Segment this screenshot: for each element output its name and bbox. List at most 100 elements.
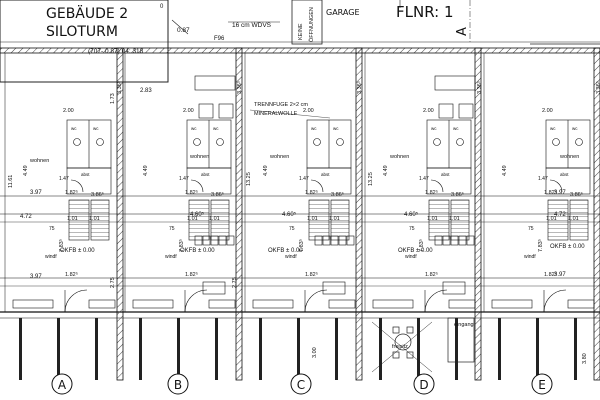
post [215,318,218,380]
room-abst-label: abst [81,172,90,177]
room-wc-label: wc [333,126,339,131]
dining-table [442,281,466,295]
stair [90,199,110,241]
abst-block [66,167,112,195]
door-swing [304,289,328,313]
armchair [438,103,454,119]
svg-text:4.60⁵: 4.60⁵ [282,211,297,218]
dim-3.86: 3.86⁵ [211,191,224,198]
post [297,318,300,380]
kitchen-cabinet [450,235,459,246]
room-windf-label: windf [165,254,177,260]
dim-1.47: 1.47 [538,176,548,182]
dim-3.36: 3.36⁵ [236,81,243,94]
wall-note: 16 cm WDVS [232,22,272,29]
armchair [458,103,474,119]
window [491,299,533,309]
axis-label: E [538,378,546,392]
post [95,318,98,380]
okfb-e: OKFB ± 0.00 [550,244,585,250]
sofa [434,75,476,91]
door-swing [430,179,444,193]
dim-1.82: 1.82⁵ [185,271,198,278]
dim-1.82: 1.82⁵ [305,271,318,278]
stair [330,199,350,241]
axis-label: C [297,378,305,392]
dim-7.83: 7.83⁵ [178,239,185,252]
door-swing [549,179,563,193]
room-wohnen-a: wohnen [29,158,49,164]
axis-label: A [58,378,67,392]
kitchen-cabinet [314,235,323,246]
dim-2.00: 2.00 [183,108,194,114]
dim-7.83: 7.83⁵ [537,239,544,252]
dim-2.00: 2.00 [303,108,314,114]
svg-text:2.75: 2.75 [232,277,238,288]
svg-text:13.25: 13.25 [246,172,252,186]
dim-4.49: 4.49 [383,165,389,176]
dim-2.00: 2.00 [542,108,553,114]
dim-4.49: 4.49 [23,165,29,176]
post [498,318,501,380]
kitchen-cabinet [458,235,467,246]
dim-1.47: 1.47 [419,176,429,182]
svg-text:11.61: 11.61 [8,175,14,188]
svg-text:1.73: 1.73 [110,93,116,104]
kitchen-cabinet [466,235,475,246]
axis-circle [413,373,435,395]
svg-text:2.83: 2.83 [140,88,152,94]
dim-1.82: 1.82⁵ [65,189,78,196]
stair [450,199,470,241]
svg-text:3.80: 3.80 [582,353,588,364]
svg-text:3.00: 3.00 [312,347,318,358]
window [448,299,476,309]
axis-label: D [419,378,428,392]
window [12,299,54,309]
room-wc-label: wc [311,126,317,131]
kitchen-cabinet [322,235,331,246]
svg-text:2.75: 2.75 [110,277,116,288]
dining-table [322,281,346,295]
dim-1.01: 1.01 [187,216,198,222]
mineralwolle-note: MINERALWOLLE [254,111,298,117]
dim-2.00: 2.00 [423,108,434,114]
tower-title: SILOTURM [46,24,118,40]
freisitz-table [371,317,475,373]
oeffnungen-label: ÖFFNUNGEN [308,7,315,42]
room-windf-label: windf [524,254,536,260]
room-wc-label: wc [572,126,578,131]
dim-1.01: 1.01 [427,216,438,222]
svg-text:4.60⁵: 4.60⁵ [404,211,419,218]
freisitz-label: freisitz [392,344,408,350]
door-swing [190,179,204,193]
post [177,318,180,380]
post [335,318,338,380]
room-abst-label: abst [560,172,569,177]
stair [569,199,589,241]
dim-3.36: 3.36⁵ [595,81,600,94]
post [455,318,458,380]
svg-text:4.72: 4.72 [20,214,32,220]
garage-label: GARAGE [326,8,360,17]
stair [68,199,90,241]
stair [188,199,210,241]
door-swing [543,289,567,313]
post [57,318,60,380]
notes: TRENNFUGE 2×2 cm MINERALWOLLE wohnen woh… [29,102,585,350]
axis-marker-E: E [531,373,553,395]
window [372,299,414,309]
dimension-texts: 4.72 3.97 3.97 4.60⁵ 4.60⁵ 4.60⁵ 4.72 3.… [8,88,588,364]
room-abst-label: abst [441,172,450,177]
dim-2.00: 2.00 [63,108,74,114]
kitchen-cabinet [338,235,347,246]
kitchen-cabinet [346,235,355,246]
keine-label: KEINE [298,23,304,40]
window [132,299,174,309]
stair [428,199,450,241]
post [19,318,22,380]
